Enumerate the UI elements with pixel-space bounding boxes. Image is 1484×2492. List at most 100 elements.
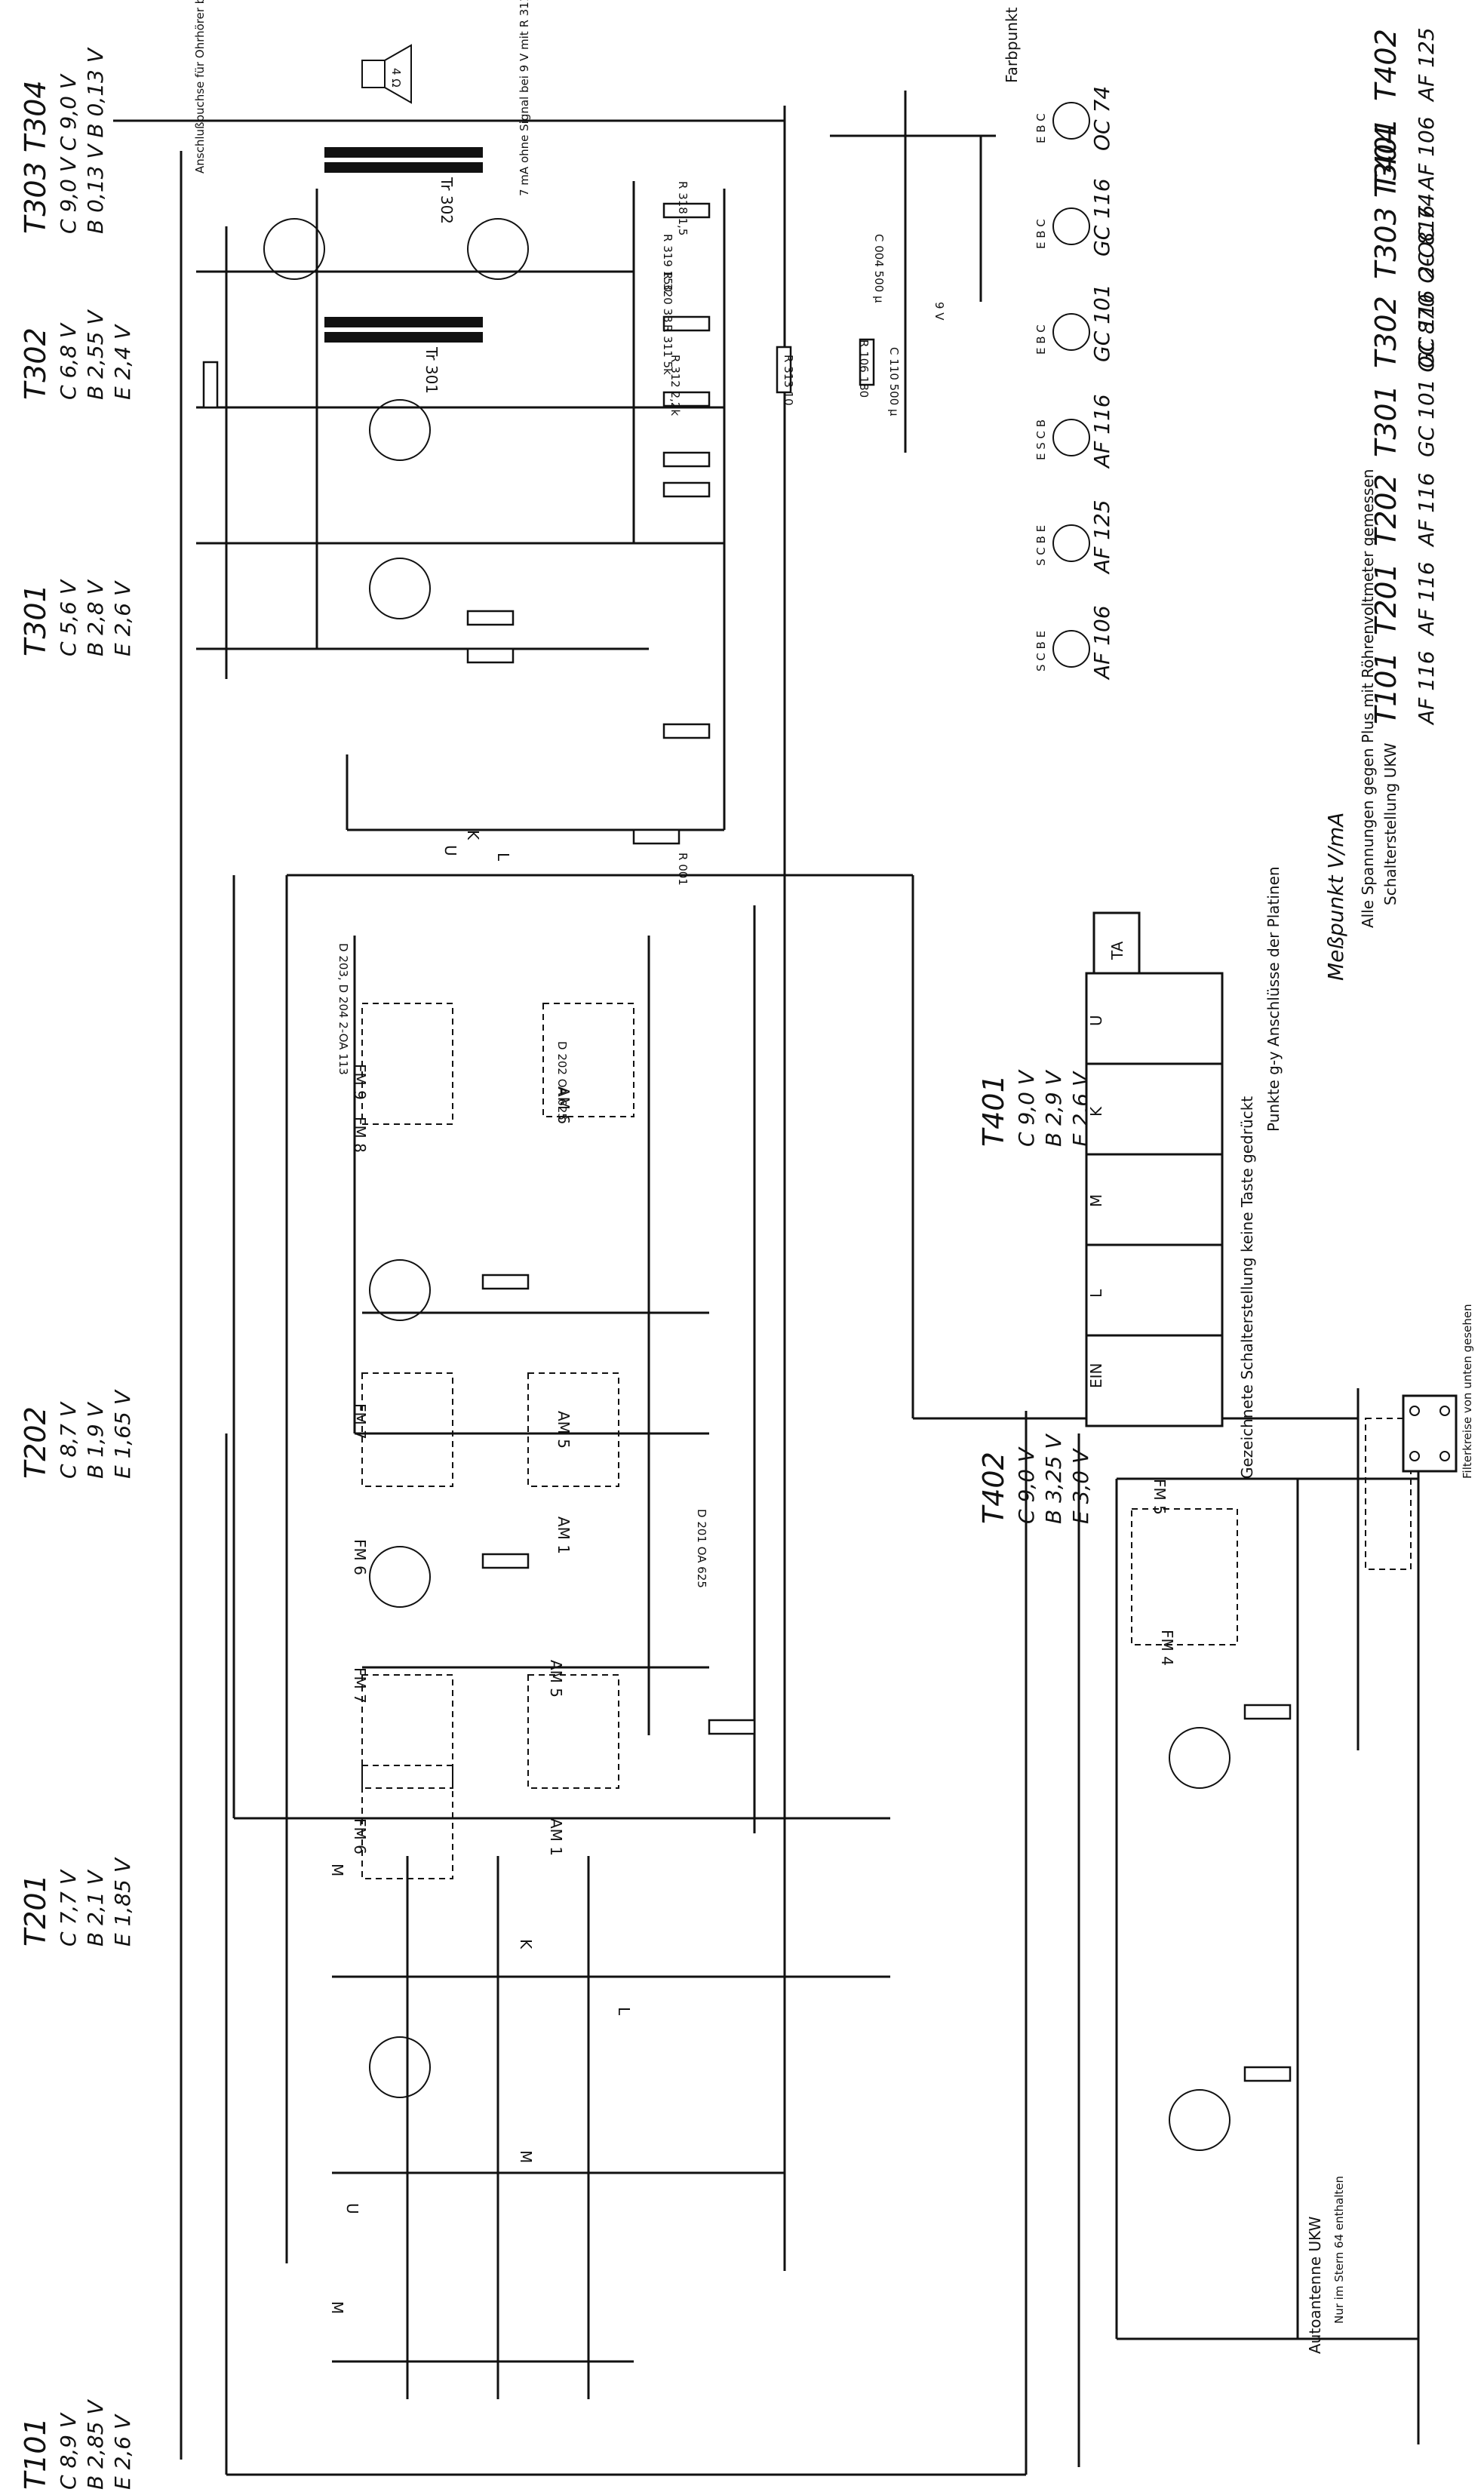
pinout-symbol-2: [1052, 419, 1090, 456]
fm-filter-3: FM 7: [351, 1403, 369, 1440]
fm-filter-0: FM 6: [351, 1818, 369, 1854]
switch-key-2: M: [1087, 1194, 1105, 1207]
pinout-pins-0: S C B E: [1034, 631, 1048, 671]
voltage-collector-6: C 9,0 V: [1014, 1069, 1039, 1147]
misc-label-11: 4 Ω: [389, 68, 403, 88]
misc-label-8: R 106 180: [857, 340, 871, 398]
pinout-type-1: AF 125: [1089, 499, 1114, 575]
misc-label-5: R 320 33: [661, 272, 674, 323]
switch-letter-4: U: [343, 2203, 361, 2214]
am-filter-3: AM 5: [555, 1411, 573, 1449]
switch-key-4: EIN: [1087, 1363, 1105, 1389]
am-filter-4: AM 6: [555, 1086, 573, 1124]
voltage-base-1: B 2,1 V: [83, 1869, 108, 1947]
type-value-2: AF 116: [1414, 472, 1439, 548]
switch-letter-5: K: [517, 1939, 535, 1950]
voltage-collector-1: C 7,7 V: [56, 1869, 81, 1947]
pinout-pins-2: E S C B: [1034, 419, 1048, 460]
type-name-2: T202: [1369, 474, 1403, 546]
misc-label-9: R 001: [676, 853, 690, 886]
am-filter-1: AM 5: [547, 1660, 565, 1698]
notes: Meßpunkt V/mA Alle Spannungen gegen Plus…: [193, 0, 1474, 2354]
diode-label-1: D 202 OA 625: [555, 1041, 569, 1120]
misc-label-0: R 311 5k: [661, 324, 674, 375]
type-name-0: T101: [1369, 652, 1403, 724]
diode-label-0: D 201 OA 625: [695, 1509, 708, 1588]
fm-filter-5: FM 9: [351, 1064, 369, 1100]
switch-letter-2: L: [494, 853, 512, 862]
transistor-name-1: T201: [19, 1874, 52, 1947]
voltage-emitter-4: E 2,4 V: [110, 324, 135, 400]
transistor-name-2: T202: [19, 1406, 52, 1479]
type-name-7: T402: [1369, 29, 1403, 101]
pinout-pins-5: E B C: [1034, 113, 1048, 143]
misc-label-1: R 312 2,2k: [668, 355, 682, 416]
type-name-3: T301: [1369, 385, 1403, 457]
transistor-name-5: T303 T304: [19, 80, 52, 234]
switch-title-note: Gezeichnete Schalterstellung keine Taste…: [1238, 1096, 1256, 1479]
type-value-7: AF 125: [1414, 27, 1439, 103]
voltage-collector-2: C 8,7 V: [56, 1401, 81, 1479]
pinout-type-0: AF 106: [1089, 605, 1114, 681]
voltages-note: Alle Spannungen gegen Plus mit Röhrenvol…: [1359, 469, 1377, 928]
transformer-label-0: Tr 301: [422, 346, 441, 394]
type-name-4: T302: [1369, 296, 1403, 368]
pinout-symbols: AF 106 S C B E AF 125 S C B E AF 116 E S C B G…: [1003, 8, 1114, 681]
type-value-3: GC 101 OC 870: [1414, 294, 1439, 457]
misc-label-7: C 110 500 µ: [887, 347, 901, 416]
am-filter-2: AM 1: [555, 1516, 573, 1554]
measurement-note: Meßpunkt V/mA: [1323, 813, 1348, 981]
voltage-collector-3: C 5,6 V: [56, 579, 81, 656]
misc-label-4: R 319 150: [661, 234, 674, 292]
fm-filter-1: FM 7: [351, 1667, 369, 1704]
transformer-label-1: Tr 302: [438, 177, 456, 224]
idle-current-note: 7 mA ohne Signal bei 9 V mit R 311 einst…: [518, 0, 531, 196]
switch-letter-7: L: [615, 2007, 633, 2016]
type-value-0: AF 116: [1414, 650, 1439, 726]
voltage-emitter-7: E 3,0 V: [1068, 1448, 1093, 1524]
module-labels: FM 6FM 7FM 6FM 7FM 8FM 9FM 4FM 5 AM 1AM …: [328, 68, 1176, 2314]
type-value-4: GC 116 OC 816: [1414, 205, 1439, 368]
pinout-type-2: AF 116: [1089, 394, 1114, 469]
switch-key-3: L: [1087, 1289, 1105, 1298]
switch-letter-1: K: [464, 830, 482, 840]
pinout-symbol-5: [1052, 102, 1090, 140]
switch-box-label: TA: [1108, 941, 1126, 960]
voltage-collector-0: C 8,9 V: [56, 2412, 81, 2490]
voltage-collector-5: C 9,0 V C 9,0 V: [56, 73, 81, 234]
pinout-type-3: GC 101: [1089, 284, 1114, 362]
type-name-6: T401: [1369, 118, 1403, 190]
type-value-5: 2-OC 74: [1414, 193, 1439, 279]
voltage-base-4: B 2,55 V: [83, 309, 108, 400]
pinout-type-5: OC 74: [1089, 86, 1114, 151]
transistor-name-4: T302: [19, 327, 52, 400]
voltage-base-7: B 3,25 V: [1041, 1433, 1066, 1524]
misc-label-10: 9 V: [932, 302, 946, 321]
schematic-wiring: [113, 44, 1458, 2476]
fm-filter-6: FM 4: [1158, 1630, 1176, 1666]
pinout-pins-1: S C B E: [1034, 525, 1048, 566]
fm-filter-7: FM 5: [1151, 1479, 1169, 1515]
points-note: Punkte g-y Anschlüsse der Platinen: [1264, 866, 1283, 1132]
antenna-note: Nur im Stern 64 enthalten: [1332, 2176, 1346, 2324]
voltage-base-6: B 2,9 V: [1041, 1069, 1066, 1147]
pinout-pins-3: E B C: [1034, 324, 1048, 355]
transistor-name-3: T301: [19, 584, 52, 656]
type-value-1: AF 116: [1414, 561, 1439, 637]
voltage-base-0: B 2,85 V: [83, 2399, 108, 2490]
switch-letter-0: U: [441, 845, 459, 856]
voltage-base-2: B 1,9 V: [83, 1401, 108, 1479]
transistor-name-7: T402: [977, 1452, 1010, 1524]
fm-filter-4: FM 8: [351, 1117, 369, 1153]
pinout-type-4: GC 116: [1089, 178, 1114, 257]
transistor-name-0: T101: [19, 2417, 52, 2490]
pinout-pins-4: E B C: [1034, 219, 1048, 249]
switch-key-1: K: [1087, 1106, 1105, 1117]
antenna-label: Autoantenne UKW: [1306, 2216, 1324, 2354]
switch-letter-8: M: [328, 2301, 346, 2314]
